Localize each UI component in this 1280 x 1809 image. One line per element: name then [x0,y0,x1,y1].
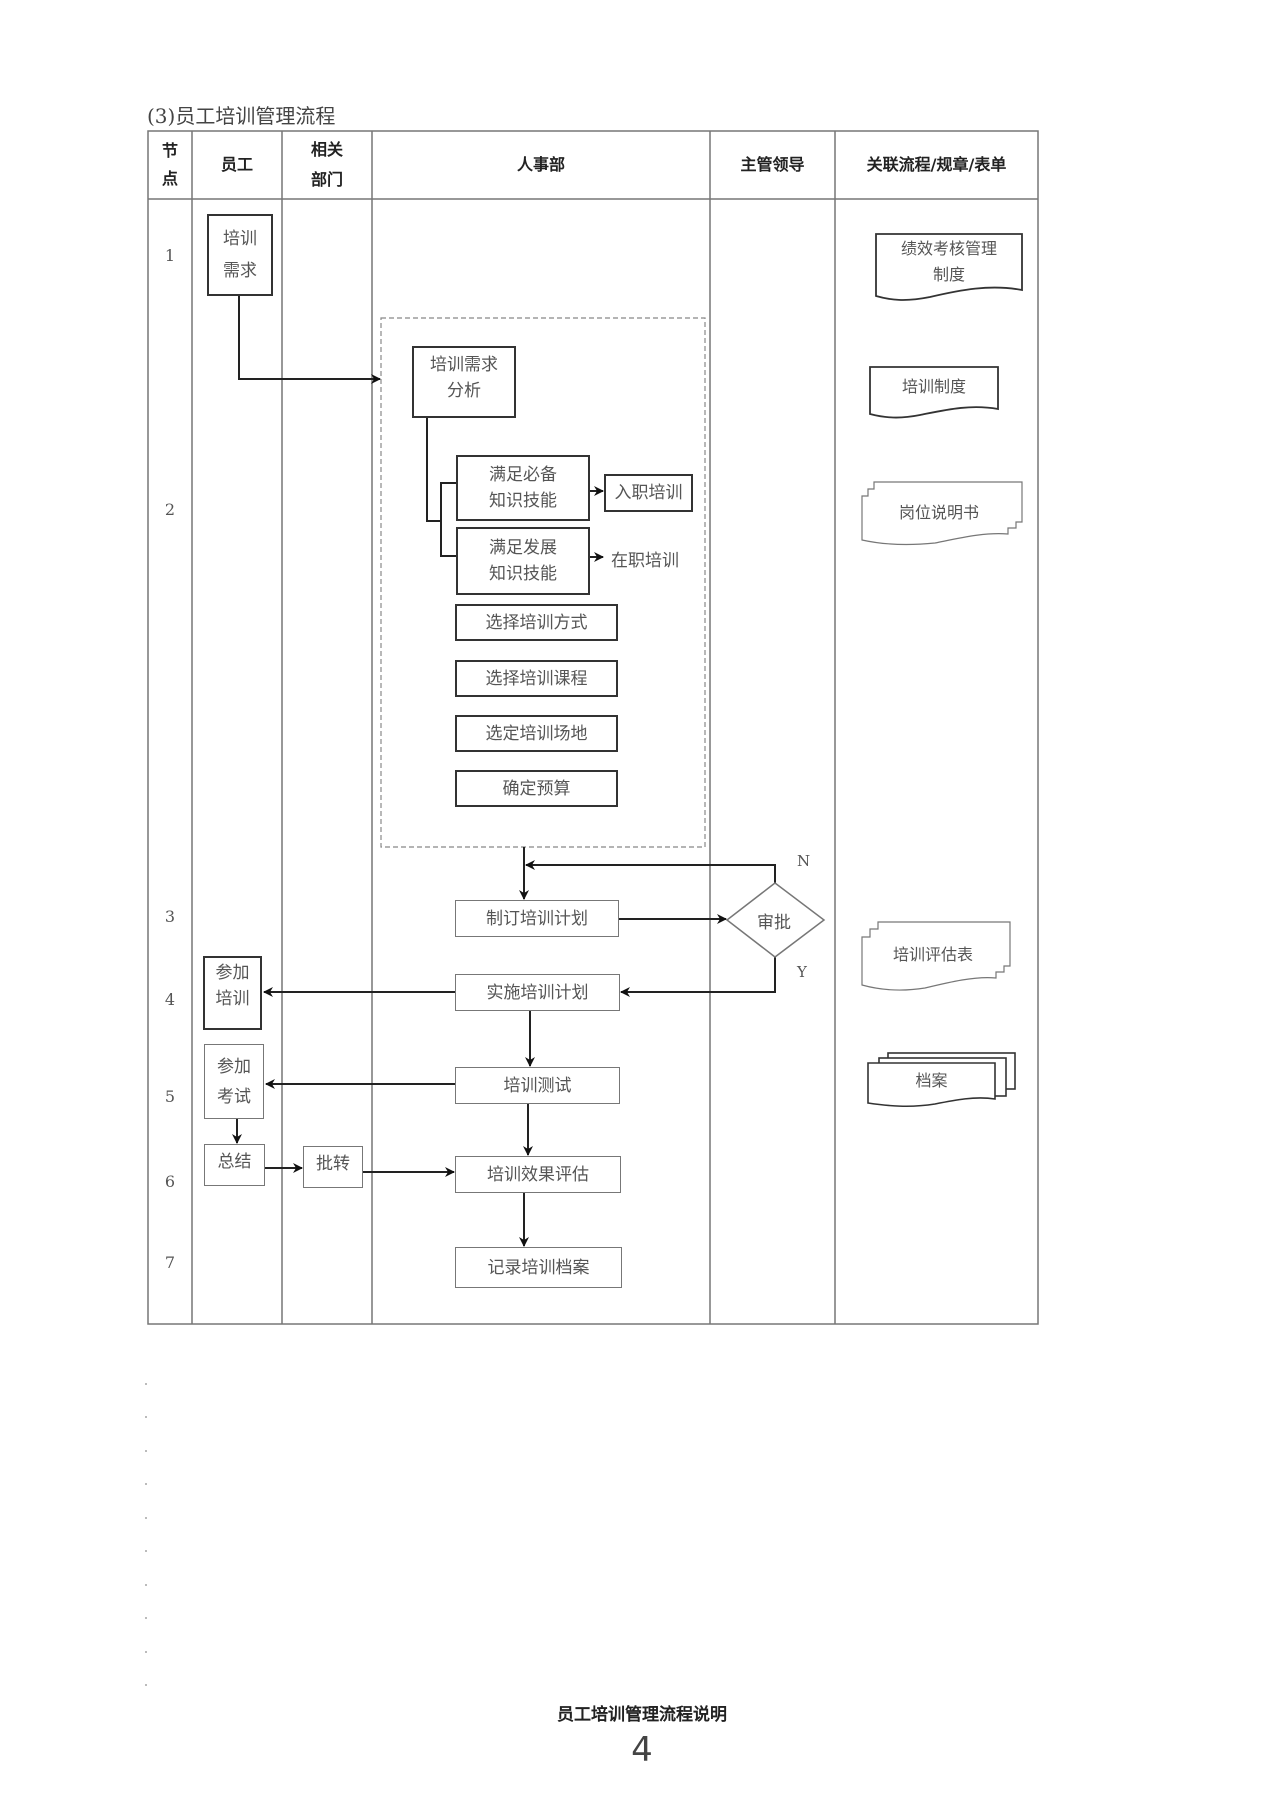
related-doc-job-description[interactable]: 岗位说明书 [898,503,979,522]
connector-analysis-branch [426,418,441,522]
section-title: (3)员工培训管理流程 [147,104,336,128]
box-select-method[interactable]: 选择培训方式 [455,604,618,641]
doc-shape-training-policy [869,366,999,419]
box-development-skills-line2: 知识技能 [489,564,557,584]
paragraph-mark [145,1651,147,1653]
connector-skill-bracket [440,482,456,557]
node-number-4: 4 [164,990,176,1009]
box-select-course[interactable]: 选择培训课程 [455,660,618,697]
arrow-approval-yes [620,957,776,997]
header-related-dept-line2: 部门 [310,170,343,189]
node-number-7: 7 [164,1253,176,1272]
box-training-need-line1: 培训 [223,229,257,249]
swimlane-table [147,130,1039,1325]
related-doc-archive[interactable]: 档案 [915,1071,948,1090]
paragraph-mark [145,1383,147,1385]
node-number-6: 6 [164,1172,176,1191]
box-attend-exam-line2: 考试 [217,1086,251,1107]
paragraph-mark [145,1584,147,1586]
header-hr: 人事部 [516,155,565,174]
box-record-archive[interactable]: 记录培训档案 [455,1247,622,1288]
header-related-dept: 相关 部门 [282,131,372,199]
paragraph-mark [145,1416,147,1418]
box-training-need-line2: 需求 [223,261,257,281]
header-related-docs: 关联流程/规章/表单 [866,155,1007,174]
header-node: 节 点 [148,131,192,199]
related-doc-performance-policy-line2: 制度 [932,265,965,284]
arrow-approval-no [525,860,776,883]
doc-shape-evaluation-form [861,921,1011,991]
doc-shape-job-description [861,481,1023,546]
label-approval[interactable]: 审批 [757,913,791,933]
node-number-1: 1 [164,246,176,265]
header-node-line1: 节 [161,141,178,160]
header-employee: 员工 [220,155,253,174]
doc-shape-performance-policy [875,233,1023,301]
related-doc-performance-policy[interactable]: 绩效考核管理 制度 [876,236,1022,288]
box-confirm-budget[interactable]: 确定预算 [455,770,618,807]
box-need-analysis-line2: 分析 [447,381,481,401]
related-doc-evaluation-form[interactable]: 培训评估表 [892,945,973,964]
paragraph-mark [145,1617,147,1619]
related-doc-performance-policy-line1: 绩效考核管理 [900,239,997,258]
box-attend-exam-line1: 参加 [217,1056,251,1077]
analysis-group-dashed-frame [380,317,706,848]
approval-decision-diamond [725,882,826,958]
box-make-plan[interactable]: 制订培训计划 [455,900,619,937]
box-attend-exam[interactable]: 参加 考试 [204,1044,264,1119]
header-related-dept-line1: 相关 [310,140,343,159]
box-need-analysis[interactable]: 培训需求 分析 [412,346,516,418]
box-basic-skills-line1: 满足必备 [489,465,557,485]
box-attend-training-line2: 培训 [215,989,250,1009]
box-evaluate-effect[interactable]: 培训效果评估 [455,1156,621,1193]
label-approval-no: N [797,852,811,870]
header-supervisor: 主管领导 [740,155,805,174]
box-implement-plan[interactable]: 实施培训计划 [455,974,620,1011]
paragraph-mark [145,1684,147,1686]
box-forward[interactable]: 批转 [303,1146,363,1188]
paragraph-mark [145,1450,147,1452]
related-doc-training-policy[interactable]: 培训制度 [901,377,966,396]
box-attend-training[interactable]: 参加 培训 [203,956,262,1030]
paragraph-mark [145,1483,147,1485]
paragraph-mark [145,1550,147,1552]
box-basic-skills-line2: 知识技能 [489,491,557,511]
node-number-2: 2 [164,500,176,519]
footer-title: 员工培训管理流程说明 [557,1705,727,1725]
box-summary[interactable]: 总结 [204,1144,265,1186]
paragraph-mark [145,1517,147,1519]
label-approval-yes: Y [797,963,807,981]
label-on-job-training: 在职培训 [611,551,679,571]
box-select-venue[interactable]: 选定培训场地 [455,715,618,752]
table-border [147,130,1039,1325]
page-number: 4 [631,1730,653,1770]
box-development-skills-line1: 满足发展 [489,538,557,558]
box-onboarding-training[interactable]: 入职培训 [604,474,693,512]
doc-shape-archive [867,1062,996,1108]
box-development-skills[interactable]: 满足发展 知识技能 [456,527,590,595]
box-training-need[interactable]: 培训 需求 [207,214,273,296]
connector-need-to-analysis [238,296,381,384]
box-attend-training-line1: 参加 [215,963,250,983]
box-need-analysis-line1: 培训需求 [430,355,498,375]
node-number-5: 5 [164,1087,176,1106]
box-basic-skills[interactable]: 满足必备 知识技能 [456,455,590,521]
box-training-test[interactable]: 培训测试 [455,1067,620,1104]
node-number-3: 3 [164,907,176,926]
header-node-line2: 点 [161,169,178,188]
